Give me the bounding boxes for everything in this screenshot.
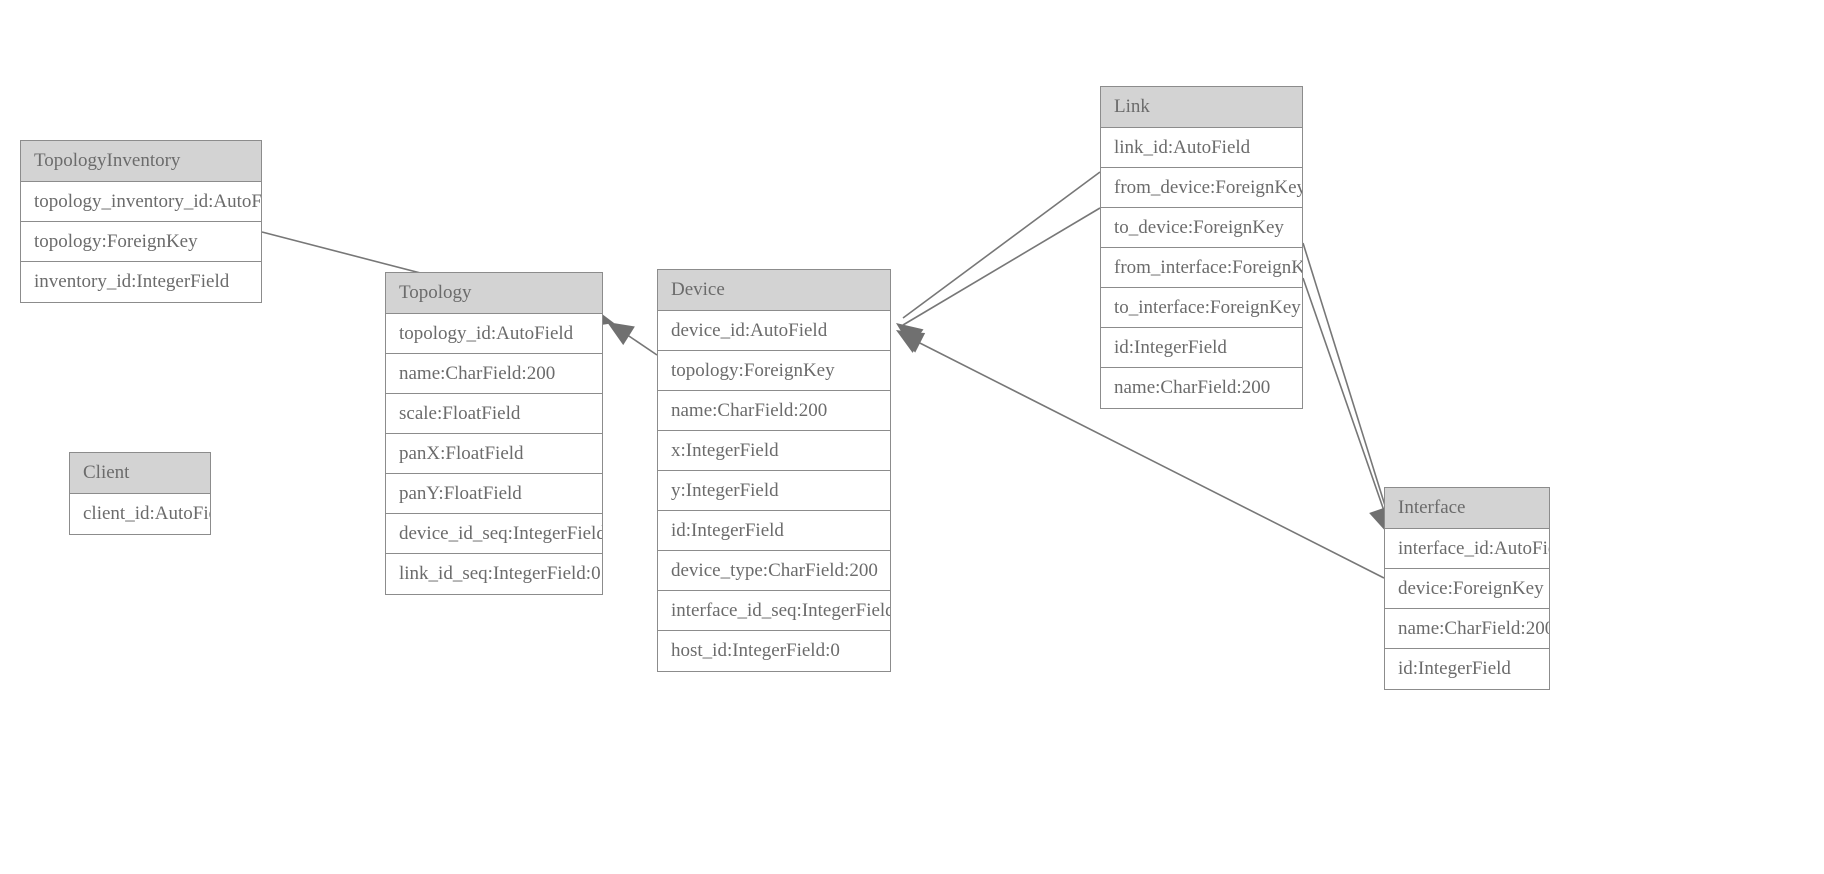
entity-field-row[interactable]: device:ForeignKey <box>1385 569 1549 609</box>
entity-field-row[interactable]: topology_id:AutoField <box>386 314 602 354</box>
entity-field-row[interactable]: device_id_seq:IntegerField:0 <box>386 514 602 554</box>
entity-title-topology: Topology <box>386 273 602 314</box>
entity-field-row[interactable]: device_type:CharField:200 <box>658 551 890 591</box>
relationship-edge-link-to-device <box>896 207 1101 353</box>
entity-field-row[interactable]: link_id_seq:IntegerField:0 <box>386 554 602 594</box>
entity-title-client: Client <box>70 453 210 494</box>
entity-field-row[interactable]: interface_id:AutoField <box>1385 529 1549 569</box>
entity-field-row[interactable]: id:IntegerField <box>1385 649 1549 689</box>
entity-box-interface[interactable]: Interfaceinterface_id:AutoFielddevice:Fo… <box>1384 487 1550 690</box>
entity-field-row[interactable]: device_id:AutoField <box>658 311 890 351</box>
entity-field-row[interactable]: client_id:AutoField <box>70 494 210 534</box>
relationship-edge-device-topology <box>607 322 658 356</box>
entity-field-row[interactable]: id:IntegerField <box>658 511 890 551</box>
entity-title-topology_inventory: TopologyInventory <box>21 141 261 182</box>
edge-line <box>616 327 658 356</box>
entity-field-row[interactable]: link_id:AutoField <box>1101 128 1302 168</box>
entity-field-row[interactable]: inventory_id:IntegerField <box>21 262 261 302</box>
entity-field-row[interactable]: name:CharField:200 <box>658 391 890 431</box>
entity-field-row[interactable]: x:IntegerField <box>658 431 890 471</box>
relationship-edge-link-from-device <box>896 171 1101 348</box>
entity-field-row[interactable]: y:IntegerField <box>658 471 890 511</box>
entity-field-row[interactable]: name:CharField:200 <box>1385 609 1549 649</box>
entity-field-row[interactable]: panY:FloatField <box>386 474 602 514</box>
entity-field-row[interactable]: panX:FloatField <box>386 434 602 474</box>
edge-line <box>902 171 1101 319</box>
entity-field-row[interactable]: to_device:ForeignKey <box>1101 208 1302 248</box>
entity-field-row[interactable]: from_device:ForeignKey <box>1101 168 1302 208</box>
entity-field-row[interactable]: to_interface:ForeignKey <box>1101 288 1302 328</box>
entity-field-row[interactable]: topology_inventory_id:AutoField <box>21 182 261 222</box>
entity-title-device: Device <box>658 270 890 311</box>
entity-field-row[interactable]: topology:ForeignKey <box>658 351 890 391</box>
entity-field-row[interactable]: topology:ForeignKey <box>21 222 261 262</box>
entity-title-interface: Interface <box>1385 488 1549 529</box>
edge-line <box>1302 277 1391 529</box>
entity-field-row[interactable]: scale:FloatField <box>386 394 602 434</box>
entity-field-row[interactable]: id:IntegerField <box>1101 328 1302 368</box>
entity-field-row[interactable]: host_id:IntegerField:0 <box>658 631 890 671</box>
edge-arrowhead <box>896 323 924 348</box>
entity-field-row[interactable]: interface_id_seq:IntegerField:0 <box>658 591 890 631</box>
edge-line <box>902 207 1101 326</box>
edge-arrowhead <box>897 331 926 353</box>
entity-field-row[interactable]: name:CharField:200 <box>1101 368 1302 408</box>
entity-field-row[interactable]: name:CharField:200 <box>386 354 602 394</box>
edge-line <box>1302 242 1393 529</box>
entity-title-link: Link <box>1101 87 1302 128</box>
entity-field-row[interactable]: from_interface:ForeignKey <box>1101 248 1302 288</box>
edge-arrowhead <box>607 322 635 346</box>
edge-arrowhead <box>896 330 924 353</box>
